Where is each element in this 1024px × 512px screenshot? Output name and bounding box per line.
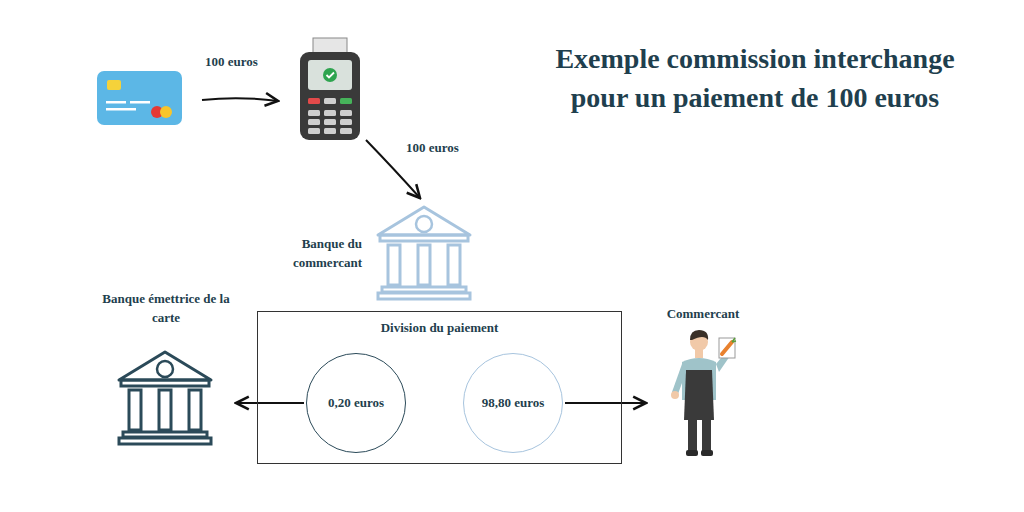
merchant-node: Commercant [648, 306, 758, 458]
keypad-key [340, 128, 352, 134]
group-box: Division du paiement 0,20 euros 98,80 euro… [257, 311, 622, 464]
bank-node: Banque émettrice de la carte [98, 290, 234, 450]
payment-terminal [300, 38, 360, 140]
node-text: Commercant [648, 306, 758, 322]
merchant-figure [671, 330, 736, 456]
keypad-key [308, 110, 320, 116]
amount-circle: 0,20 euros [306, 353, 406, 453]
node-text: Division du paiement [258, 320, 621, 336]
amount-label: 100 euros [406, 140, 459, 156]
credit-card [97, 71, 182, 125]
node-text: Banque émettrice de la carte [98, 290, 234, 328]
amount-label: 100 euros [205, 54, 258, 70]
keypad-key [324, 119, 336, 125]
bank-icon [119, 352, 211, 444]
flow-arrow [565, 402, 646, 404]
keypad-key [308, 119, 320, 125]
keypad-key [324, 110, 336, 116]
flow-arrow [202, 98, 278, 101]
diagram-title: Exemple commission interchange pour un p… [540, 40, 970, 117]
node-text: 98,80 euros [482, 395, 545, 411]
keypad-key [340, 119, 352, 125]
amount-circle: 98,80 euros [463, 353, 563, 453]
keypad-key [340, 110, 352, 116]
node-text: Banque du commercant [262, 235, 362, 273]
keypad-key [324, 128, 336, 134]
bank-node: Banque du commercant [262, 205, 474, 300]
node-text: 0,20 euros [328, 395, 384, 411]
bank-icon [378, 207, 470, 299]
keypad-key [308, 128, 320, 134]
flow-arrow [236, 402, 304, 404]
